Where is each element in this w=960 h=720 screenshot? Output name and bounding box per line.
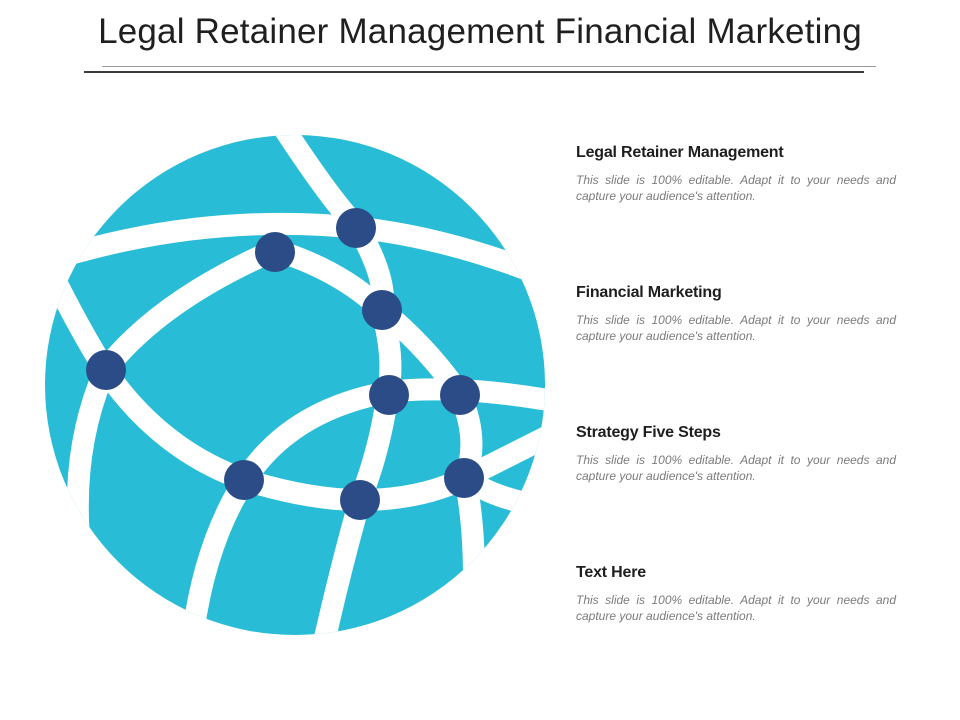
node-lower-center bbox=[340, 480, 380, 520]
item-heading: Strategy Five Steps bbox=[576, 424, 721, 441]
item-description: This slide is 100% editable. Adapt it to… bbox=[576, 173, 896, 203]
list-item: Legal Retainer Management This slide is … bbox=[576, 144, 896, 204]
network-nodes bbox=[86, 208, 484, 520]
item-heading: Text Here bbox=[576, 564, 646, 581]
title-divider-thick bbox=[84, 71, 864, 73]
item-description: This slide is 100% editable. Adapt it to… bbox=[576, 313, 896, 343]
node-lower-left bbox=[224, 460, 264, 500]
list-item: Financial Marketing This slide is 100% e… bbox=[576, 284, 896, 344]
node-top-left bbox=[255, 232, 295, 272]
item-description: This slide is 100% editable. Adapt it to… bbox=[576, 593, 896, 623]
network-globe-icon bbox=[45, 135, 545, 635]
list-item: Text Here This slide is 100% editable. A… bbox=[576, 564, 896, 624]
item-description: This slide is 100% editable. Adapt it to… bbox=[576, 453, 896, 483]
node-top-right bbox=[336, 208, 376, 248]
item-heading: Legal Retainer Management bbox=[576, 144, 784, 161]
node-right bbox=[440, 375, 480, 415]
node-center bbox=[369, 375, 409, 415]
item-heading: Financial Marketing bbox=[576, 284, 722, 301]
list-item: Strategy Five Steps This slide is 100% e… bbox=[576, 424, 896, 484]
title-divider-thin bbox=[102, 66, 876, 67]
node-lower-right bbox=[444, 458, 484, 498]
node-left bbox=[86, 350, 126, 390]
node-upper-center bbox=[362, 290, 402, 330]
slide-title: Legal Retainer Management Financial Mark… bbox=[98, 12, 862, 51]
